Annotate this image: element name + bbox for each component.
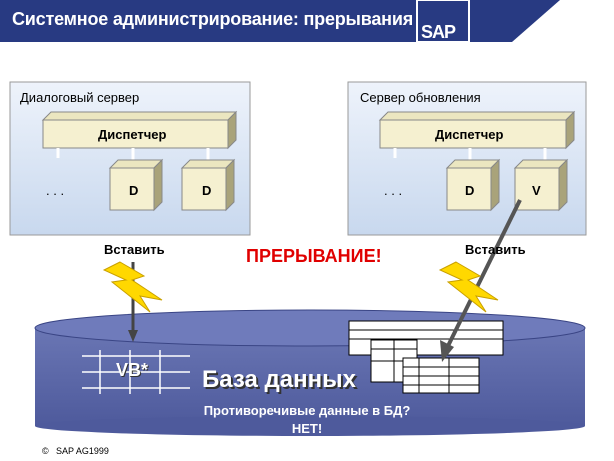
sap-logo: SAP (421, 22, 456, 42)
update-insert-label: Вставить (465, 242, 526, 257)
vb-table (82, 350, 190, 394)
dialog-dispatcher-label: Диспетчер (98, 127, 167, 142)
dialog-dispatcher (41, 110, 238, 168)
database-question: Противоречивые данные в БД? (203, 403, 411, 418)
lightning-icon-left (102, 261, 163, 313)
update-dispatcher-label: Диспетчер (435, 127, 504, 142)
vb-label: VB* (116, 360, 149, 380)
update-process-box-2 (513, 158, 569, 212)
dialog-insert-label: Вставить (104, 242, 165, 257)
dialog-server-title: Диалоговый сервер (20, 90, 140, 105)
database-answer: НЕТ! (291, 421, 323, 436)
update-process-v: V (532, 183, 541, 198)
update-process-d: D (465, 183, 475, 198)
dialog-ellipsis: . . . (46, 183, 65, 198)
header-slant (500, 0, 560, 42)
copyright-icon: © (42, 446, 49, 456)
sap-logo-box (416, 0, 470, 43)
update-ellipsis: . . . (384, 183, 403, 198)
insert-arrow-right (444, 199, 522, 351)
update-process-box-1 (445, 158, 501, 212)
update-server-title: Сервер обновления (360, 90, 481, 105)
database-title: База данных (202, 366, 356, 393)
dialog-process-d1: D (129, 183, 139, 198)
dialog-process-d2: D (202, 183, 212, 198)
interrupt-label: ПРЕРЫВАНИЕ! (246, 246, 382, 266)
dialog-process-box-1 (108, 158, 164, 212)
lightning-icon-right (438, 261, 499, 313)
footer-text: SAP AG1999 (56, 446, 109, 456)
update-dispatcher (378, 110, 576, 168)
dialog-process-box-2 (180, 158, 236, 212)
db-tables (348, 320, 504, 394)
page-title: Системное администрирование: прерывания (12, 9, 413, 29)
